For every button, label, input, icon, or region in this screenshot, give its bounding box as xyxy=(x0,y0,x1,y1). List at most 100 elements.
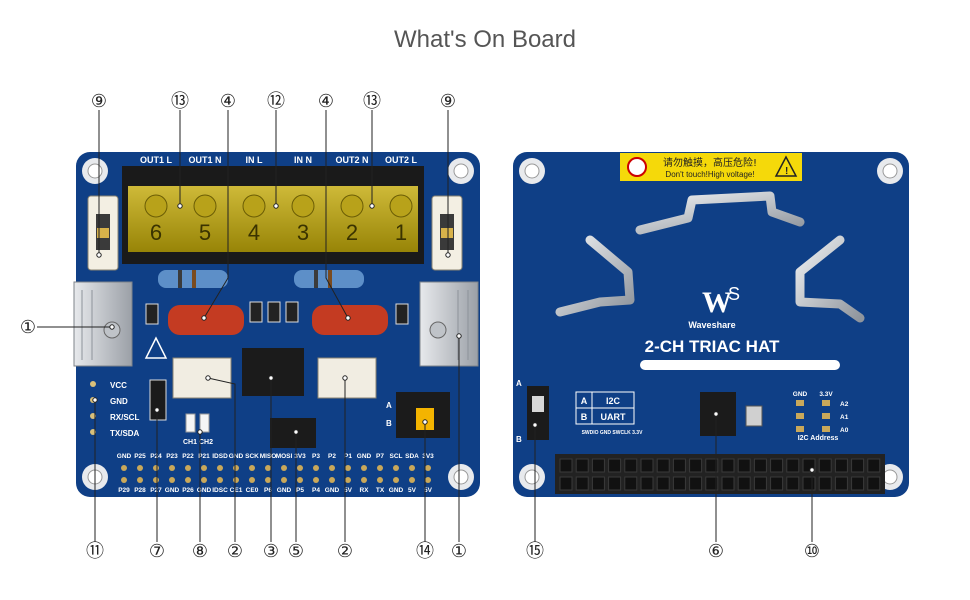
callout-number: ⑪ xyxy=(86,541,104,562)
gpio-bottom-label: TX xyxy=(376,487,385,494)
address-row-label: A2 xyxy=(840,401,849,408)
gpio-top-label: GND xyxy=(229,453,244,460)
back-pcb xyxy=(513,152,909,497)
gpio-pad xyxy=(361,465,367,471)
fuse-holders xyxy=(87,195,463,271)
gpio-header-pads xyxy=(121,465,431,483)
back-board: ! 请勿触摸，高压危险! Don't touch!High voltage! W… xyxy=(513,152,909,497)
gpio-pad xyxy=(217,465,223,471)
gpio-pad xyxy=(329,465,335,471)
callout-anchor xyxy=(532,422,538,428)
heatsinks xyxy=(73,281,479,367)
gpio-pad xyxy=(201,465,207,471)
callout-number: ⑥ xyxy=(708,541,724,562)
header-pin xyxy=(786,458,800,473)
callout-number: ② xyxy=(337,541,353,562)
swd-label: SWDIO GND SWCLK 3.3V xyxy=(582,430,644,436)
waveshare-logo: W S xyxy=(702,284,740,319)
header-pin xyxy=(624,458,638,473)
header-pin xyxy=(851,476,865,491)
callout-line xyxy=(207,377,236,542)
callout-number: ⑫ xyxy=(267,91,285,112)
callout-leader-lines xyxy=(37,110,813,542)
terminal-label: OUT1 N xyxy=(188,155,221,165)
power-indicator xyxy=(149,379,167,421)
callout-anchor xyxy=(268,375,274,381)
gpio-bottom-label: P26 xyxy=(182,487,194,494)
callout-number: ③ xyxy=(263,541,279,562)
gpio-top-label: P23 xyxy=(166,453,178,460)
callout-anchor xyxy=(201,315,207,321)
header-pin xyxy=(608,476,622,491)
terminal-screw xyxy=(144,194,168,218)
header-pin xyxy=(867,458,881,473)
gpio-top-label: P7 xyxy=(376,453,384,460)
callout-number: ④ xyxy=(220,91,236,112)
back-switch-labels: AB xyxy=(516,379,522,444)
back-mode-switch xyxy=(527,386,549,440)
back-crystal xyxy=(745,405,763,427)
gpio-pad xyxy=(425,465,431,471)
screw-terminal-block xyxy=(122,166,424,264)
gpio-pad xyxy=(121,477,127,483)
callout-anchor xyxy=(713,411,719,417)
high-voltage-warning-label: ! xyxy=(620,153,802,181)
uart-pin-label: RX/SCL xyxy=(110,413,139,422)
mode-key: B xyxy=(581,412,588,422)
terminal-screw xyxy=(389,194,413,218)
warning-text-cn: 请勿触摸，高压危险! xyxy=(663,156,757,169)
gpio-bottom-label: IDSC xyxy=(212,487,228,494)
mode-value: I2C xyxy=(606,396,621,406)
header-pin xyxy=(672,476,686,491)
gpio-top-label: MISO xyxy=(260,453,277,460)
gpio-top-label: IDSD xyxy=(212,453,228,460)
mode-value: UART xyxy=(601,412,626,422)
isolation-slot xyxy=(640,360,840,370)
terminal-label: IN N xyxy=(294,155,312,165)
gpio-top-label: SCL xyxy=(390,453,403,460)
header-pin xyxy=(624,476,638,491)
header-pin xyxy=(591,476,605,491)
header-pin xyxy=(705,458,719,473)
gpio-pad xyxy=(345,465,351,471)
callout-number: ⑧ xyxy=(192,541,208,562)
callout-anchor xyxy=(342,375,348,381)
header-pin xyxy=(689,458,703,473)
terminal-digit: 3 xyxy=(297,220,309,245)
callout-anchor xyxy=(422,419,428,425)
gpio-bottom-label: P4 xyxy=(312,487,320,494)
callout-anchor xyxy=(293,429,299,435)
terminal-label: OUT2 N xyxy=(335,155,368,165)
gpio-bottom-label: GND xyxy=(165,487,180,494)
terminal-digit: 5 xyxy=(199,220,211,245)
gpio-pad xyxy=(249,465,255,471)
gpio-pad xyxy=(377,465,383,471)
gpio-bottom-label: P29 xyxy=(118,487,130,494)
header-pin xyxy=(770,458,784,473)
gpio-pad xyxy=(409,477,415,483)
gpio-bottom-label: CE1 xyxy=(230,487,243,494)
terminal-digit: 6 xyxy=(150,220,162,245)
callout-anchor xyxy=(456,333,462,339)
header-pin xyxy=(818,458,832,473)
gpio-pad xyxy=(233,465,239,471)
callout-anchor xyxy=(154,407,160,413)
gpio-top-label: SDA xyxy=(405,453,419,460)
gpio-pad xyxy=(265,465,271,471)
gpio-pad xyxy=(137,465,143,471)
gpio-pad xyxy=(377,477,383,483)
gpio-bottom-label: P6 xyxy=(264,487,272,494)
header-pin xyxy=(802,476,816,491)
smd-components xyxy=(145,301,409,325)
callout-number: ① xyxy=(451,541,467,562)
interface-jumper xyxy=(396,392,450,438)
product-name: 2-CH TRIAC HAT xyxy=(645,337,780,356)
gpio-bottom-label: GND xyxy=(197,487,212,494)
gpio-top-label: 3V3 xyxy=(422,453,434,460)
callout-anchor xyxy=(345,315,351,321)
gpio-pad xyxy=(169,477,175,483)
header-pin xyxy=(559,476,573,491)
